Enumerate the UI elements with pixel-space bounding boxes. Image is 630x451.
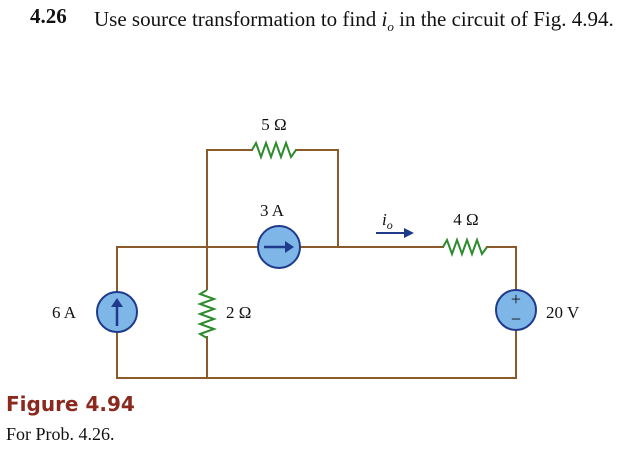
label-2ohm: 2 Ω xyxy=(226,303,251,322)
label-io: io xyxy=(382,210,393,232)
resistor-2ohm xyxy=(197,289,217,339)
current-io-arrow-icon xyxy=(376,228,414,238)
figure-title: Figure 4.94 xyxy=(6,392,135,416)
problem-number: 4.26 xyxy=(30,4,67,28)
current-source-3a xyxy=(257,225,301,269)
vs-minus-sign: − xyxy=(511,309,521,329)
label-io-main: i xyxy=(382,210,387,229)
label-20v: 20 V xyxy=(546,303,580,322)
resistor-4ohm xyxy=(442,237,488,257)
voltage-source-20v: + − xyxy=(495,289,537,331)
wire-top-right xyxy=(295,149,339,248)
current-source-6a xyxy=(96,291,138,333)
resistor-5ohm xyxy=(251,140,297,160)
vs-plus-sign: + xyxy=(511,289,521,309)
wire-main-right xyxy=(486,246,517,291)
label-6a: 6 A xyxy=(52,303,77,322)
problem-text-before: Use source transformation to find xyxy=(94,7,382,31)
problem-var-sub: o xyxy=(387,19,394,35)
label-3a: 3 A xyxy=(260,201,285,220)
problem-var-main: i xyxy=(381,7,388,31)
circuit-wires xyxy=(116,149,517,379)
label-io-sub: o xyxy=(387,218,393,232)
problem-text-after: in the circuit of Fig. 4.94. xyxy=(393,7,614,31)
label-5ohm: 5 Ω xyxy=(261,115,286,134)
label-4ohm: 4 Ω xyxy=(453,210,478,229)
figure-caption: For Prob. 4.26. xyxy=(6,424,115,444)
problem-statement: Use source transformation to find io in … xyxy=(94,4,624,42)
